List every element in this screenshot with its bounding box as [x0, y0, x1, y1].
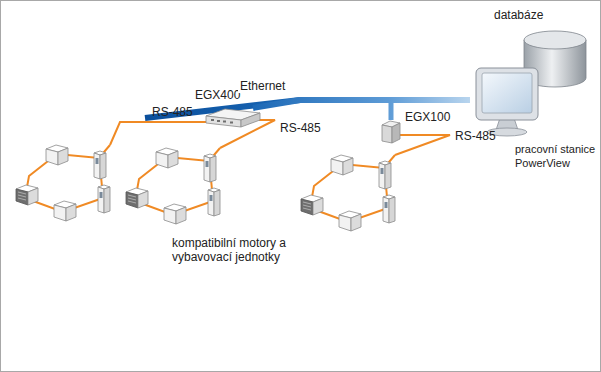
- gateway-device: EGX400: [205, 108, 261, 128]
- device-caption: kompatibilní motory a vybavovací jednotk…: [172, 236, 312, 264]
- bus-label: RS-485: [280, 121, 321, 135]
- device-label: databáze: [494, 8, 543, 22]
- device-cluster: [16, 145, 110, 221]
- device-cluster: [301, 155, 395, 231]
- bus-label: RS-485: [152, 105, 193, 119]
- device-label: EGX400: [195, 88, 240, 102]
- device-cluster: [126, 148, 220, 224]
- device-label: pracovní stanice PowerView: [515, 142, 599, 170]
- network-label: Ethernet: [238, 79, 287, 93]
- bus-label: RS-485: [455, 129, 496, 143]
- device-label: EGX100: [405, 110, 450, 124]
- gateway-device: EGX100: [381, 120, 401, 144]
- rs485-wire: [395, 135, 450, 155]
- rs485-wire: [110, 122, 207, 145]
